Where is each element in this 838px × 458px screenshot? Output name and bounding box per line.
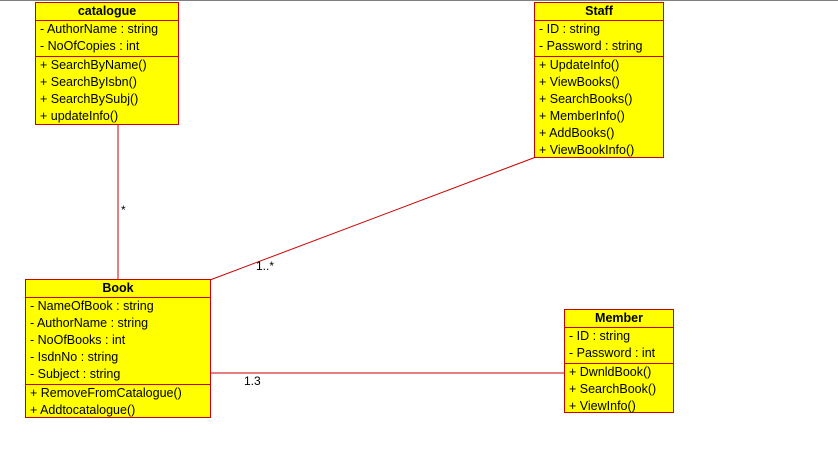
operation: + Addtocatalogue() <box>30 403 136 417</box>
operations-section: + UpdateInfo() + ViewBooks() + SearchBoo… <box>535 56 663 160</box>
class-name: catalogue <box>36 3 178 21</box>
operation: + RemoveFromCatalogue() <box>30 386 182 400</box>
multiplicity-staff-book: 1..* <box>256 259 275 273</box>
operation: + ViewBooks() <box>539 75 620 89</box>
attribute: - Subject : string <box>30 367 121 381</box>
attribute: - ID : string <box>569 329 631 343</box>
attribute: - Password : int <box>569 346 656 360</box>
operation: + ViewInfo() <box>569 399 636 413</box>
operation: + SearchByIsbn() <box>40 75 137 89</box>
class-book[interactable]: Book - NameOfBook : string - AuthorName … <box>25 279 211 418</box>
operation: + SearchByName() <box>40 58 147 72</box>
class-name: Staff <box>535 3 663 21</box>
operation: + MemberInfo() <box>539 109 625 123</box>
attribute: - NameOfBook : string <box>30 299 154 313</box>
association-staff-book[interactable] <box>209 156 537 281</box>
attribute: - ID : string <box>539 22 601 36</box>
operation: + updateInfo() <box>40 109 119 123</box>
attribute: - IsdnNo : string <box>30 350 119 364</box>
operation: + SearchBooks() <box>539 92 633 106</box>
operation: + AddBooks() <box>539 126 615 140</box>
operation: + ViewBookInfo() <box>539 143 635 157</box>
operation: + UpdateInfo() <box>539 58 620 72</box>
attribute: - Password : string <box>539 39 643 53</box>
window-top-border <box>0 0 838 1</box>
attribute: - AuthorName : string <box>30 316 149 330</box>
operation: + DwnldBook() <box>569 365 652 379</box>
attribute: - NoOfCopies : int <box>40 39 140 53</box>
multiplicity-book-member: 1.3 <box>244 374 261 388</box>
operations-section: + DwnldBook() + SearchBook() + ViewInfo(… <box>565 363 673 416</box>
class-name: Member <box>565 310 673 328</box>
attributes-section: - ID : string - Password : int <box>565 328 673 363</box>
attributes-section: - NameOfBook : string - AuthorName : str… <box>26 298 210 384</box>
class-member[interactable]: Member - ID : string - Password : int + … <box>564 309 674 413</box>
operation: + SearchBySubj() <box>40 92 139 106</box>
class-catalogue[interactable]: catalogue - AuthorName : string - NoOfCo… <box>35 2 179 125</box>
class-name: Book <box>26 280 210 298</box>
operation: + SearchBook() <box>569 382 657 396</box>
attribute: - NoOfBooks : int <box>30 333 126 347</box>
class-staff[interactable]: Staff - ID : string - Password : string … <box>534 2 664 158</box>
attributes-section: - ID : string - Password : string <box>535 21 663 56</box>
multiplicity-catalogue-book: * <box>121 203 126 217</box>
attributes-section: - AuthorName : string - NoOfCopies : int <box>36 21 178 56</box>
operations-section: + SearchByName() + SearchByIsbn() + Sear… <box>36 56 178 126</box>
operations-section: + RemoveFromCatalogue() + Addtocatalogue… <box>26 384 210 420</box>
attribute: - AuthorName : string <box>40 22 159 36</box>
